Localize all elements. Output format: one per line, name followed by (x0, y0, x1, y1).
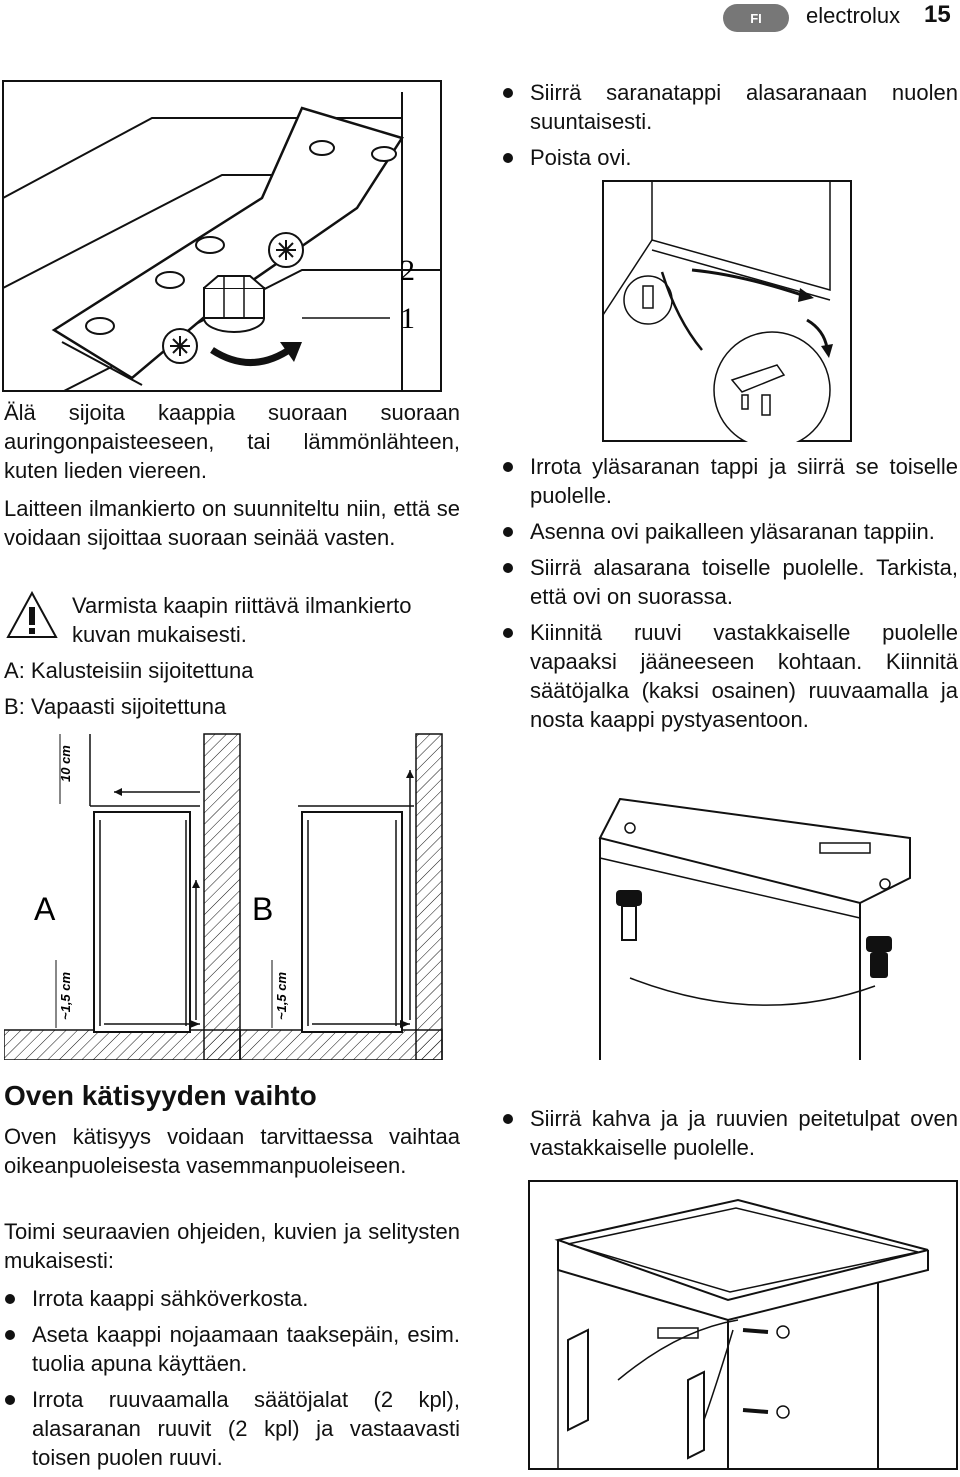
label-a: A (34, 891, 56, 927)
list-item: Irrota ruuvaamalla säätöjalat (2 kpl), a… (0, 1385, 460, 1472)
dim-top-label: 10 cm (58, 745, 73, 782)
warning-text: Varmista kaapin riittävä ilmankierto kuv… (72, 593, 412, 647)
list-item: Poista ovi. (498, 143, 958, 172)
section-paragraph-1: Oven kätisyys voidaan tarvittaessa vaiht… (4, 1124, 460, 1178)
callout-2: 2 (400, 254, 415, 287)
bottom-hinge-figure: 2 1 (2, 80, 442, 392)
right-top-steps: Siirrä saranatappi alasaranaan nuolen su… (498, 78, 958, 179)
language-badge: FI (723, 4, 789, 32)
list-item: Irrota kaappi sähköverkosta. (0, 1284, 460, 1313)
section-paragraph-2: Toimi seuraavien ohjeiden, kuvien ja sel… (4, 1219, 460, 1273)
legend-a: A: Kalusteisiin sijoitettuna (4, 656, 253, 685)
door-removal-figure (602, 180, 852, 442)
list-item: Siirrä saranatappi alasaranaan nuolen su… (498, 78, 958, 136)
list-item: Aseta kaappi nojaamaan taaksepäin, esim.… (0, 1320, 460, 1378)
dim-bottom-a-label: ~1,5 cm (58, 971, 73, 1020)
page-number: 15 (924, 1, 951, 28)
list-item: Siirrä kahva ja ja ruuvien peitetulpat o… (498, 1104, 958, 1162)
legend-a-key: A (4, 658, 19, 683)
legend-b-text: : Vapaasti sijoitettuna (18, 694, 227, 719)
section-title: Oven kätisyyden vaihto (4, 1080, 317, 1111)
list-item: Kiinnitä ruuvi vastakkaiselle puolelle v… (498, 618, 958, 734)
list-item: Asenna ovi paikalleen yläsaranan tappiin… (498, 517, 958, 546)
right-mid-steps: Irrota yläsaranan tappi ja siirrä se toi… (498, 452, 958, 741)
placement-paragraph-2: Laitteen ilmankierto on suunniteltu niin… (4, 496, 460, 550)
legend-a-text: : Kalusteisiin sijoitettuna (18, 658, 254, 683)
list-item: Irrota yläsaranan tappi ja siirrä se toi… (498, 452, 958, 510)
warning-icon (6, 591, 58, 638)
cabinet-top-figure (520, 798, 960, 1060)
legend-b: B: Vapaasti sijoitettuna (4, 692, 226, 721)
handle-transfer-figure (528, 1180, 958, 1470)
section-steps: Irrota kaappi sähköverkosta. Aseta kaapp… (0, 1284, 460, 1477)
right-bottom-steps: Siirrä kahva ja ja ruuvien peitetulpat o… (498, 1104, 958, 1169)
brand-name: electrolux (806, 3, 901, 28)
callout-1: 1 (400, 302, 415, 335)
ventilation-figure: 10 cm ~1,5 cm A ~1,5 cm B (4, 730, 444, 1060)
list-item: Siirrä alasarana toiselle puolelle. Tark… (498, 553, 958, 611)
dim-bottom-b-label: ~1,5 cm (274, 971, 289, 1020)
legend-b-key: B (4, 694, 19, 719)
placement-paragraph-1: Älä sijoita kaappia suoraan suoraan auri… (4, 400, 460, 483)
label-b: B (252, 891, 273, 927)
